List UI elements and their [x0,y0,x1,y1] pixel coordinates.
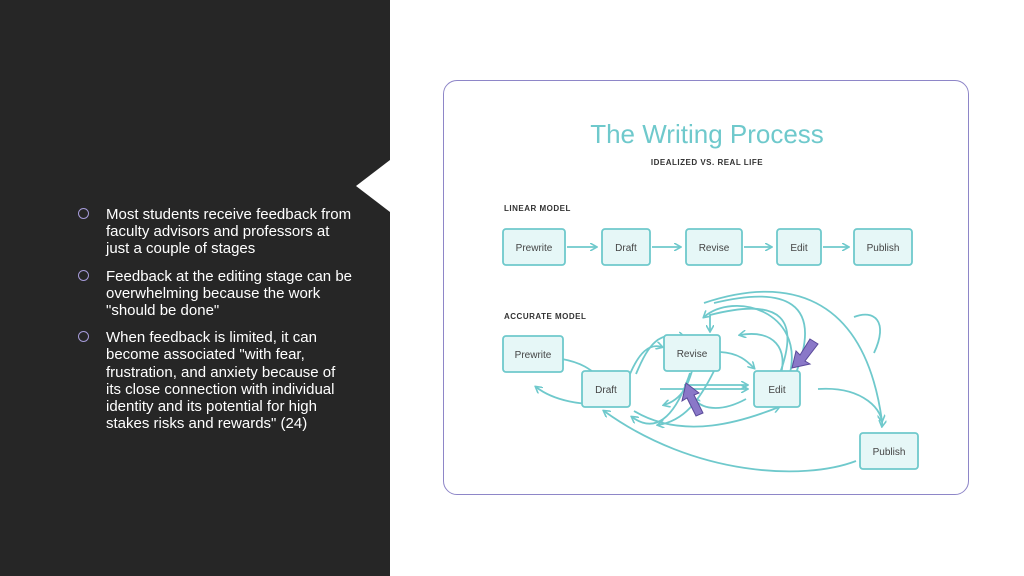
linear-step-draft: Draft [601,228,651,266]
bullet-text: When feedback is limited, it can become … [106,329,336,433]
arrow-loop-right [853,313,881,354]
step-label: Prewrite [516,243,553,254]
purple-arrow-revise [681,382,704,417]
bullet-list: Most students receive feedback from facu… [78,206,353,442]
circle-bullet-icon [78,208,89,219]
arrow-down-left-icon [791,338,819,369]
circle-bullet-icon [78,269,89,281]
bullet-text: Most students receive feedback from facu… [106,206,352,258]
arrow-edit-revise-3 [710,307,789,374]
step-label: Prewrite [515,350,552,361]
writing-process-diagram: The Writing Process IDEALIZED VS. REAL L… [502,119,919,473]
accurate-step-edit: Edit [753,370,801,408]
bullet-item: Most students receive feedback from facu… [78,206,353,258]
arrow-edit-revise [694,399,747,409]
step-label: Revise [699,243,730,254]
bullet-item: Feedback at the editing stage can be ove… [78,268,353,320]
figure-title: The Writing Process [590,119,824,149]
step-label: Edit [790,243,807,254]
step-label: Edit [768,385,785,396]
linear-step-edit: Edit [776,228,822,266]
panel-notch [356,160,390,212]
step-label: Draft [615,243,637,254]
step-label: Draft [595,385,617,396]
bullet-text: Feedback at the editing stage can be ove… [106,267,353,320]
left-panel: Most students receive feedback from facu… [0,0,390,576]
accurate-step-publish: Publish [859,432,919,470]
step-label: Revise [677,349,708,360]
figure-subtitle: IDEALIZED VS. REAL LIFE [651,158,763,167]
linear-step-revise: Revise [685,228,743,266]
writing-process-figure: The Writing Process IDEALIZED VS. REAL L… [443,80,969,495]
arrow-publish-draft [604,411,857,473]
linear-step-publish: Publish [853,228,913,266]
arrow-revise-publish [703,290,882,421]
circle-bullet-icon [78,331,89,343]
purple-arrow-edit [791,338,819,369]
accurate-step-draft: Draft [581,370,631,408]
linear-model-label: LINEAR MODEL [504,204,571,213]
step-label: Publish [867,243,900,254]
arrow-edit-publish [817,388,882,426]
step-label: Publish [873,447,906,458]
arrow-up-left-icon [681,382,704,417]
arrow-draft-revise [629,346,662,375]
bullet-item: When feedback is limited, it can become … [78,329,353,432]
accurate-model-label: ACCURATE MODEL [504,312,586,321]
arrow-revise-edit [719,351,754,368]
arrow-edit-loop-2 [704,304,793,374]
accurate-step-revise: Revise [663,334,721,372]
linear-step-prewrite: Prewrite [502,228,566,266]
accurate-step-prewrite: Prewrite [502,335,564,373]
arrow-draft-edit-loop [633,407,779,428]
